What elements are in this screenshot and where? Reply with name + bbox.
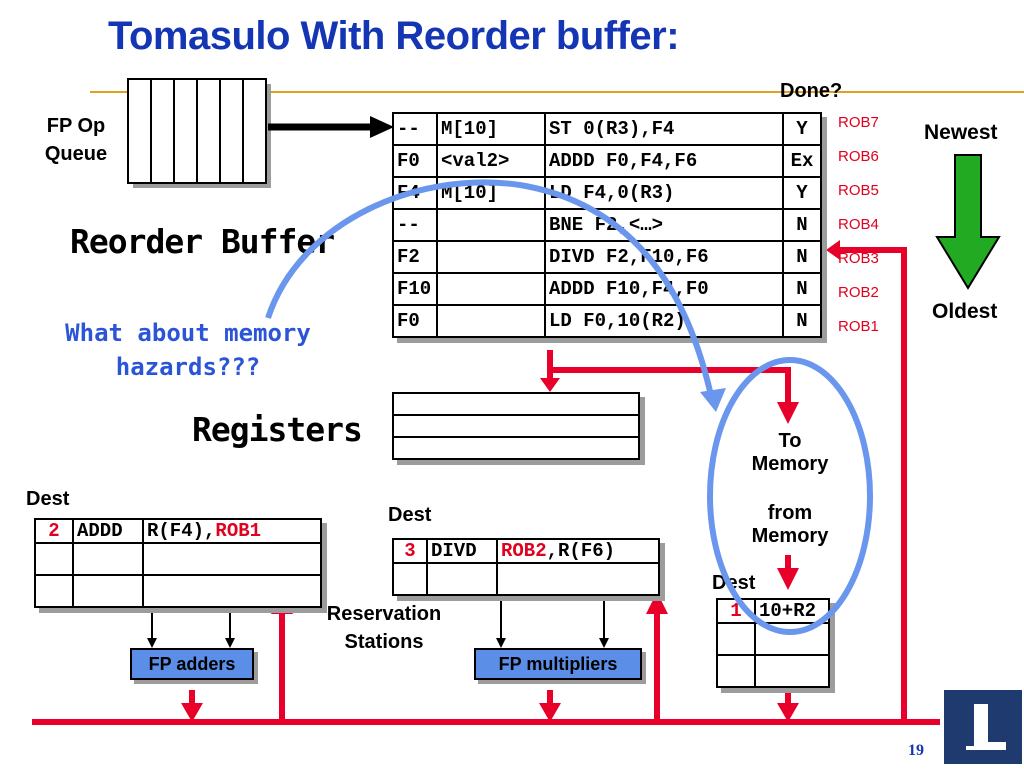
rob-value — [436, 272, 546, 306]
reservation-stations-line1: Reservation — [326, 603, 442, 625]
rob-entry: -- BNE F2,<…>N — [392, 208, 822, 242]
fp-op-queue-label: FP Op Queue — [36, 112, 116, 168]
logo-l-icon — [966, 704, 1006, 750]
rob-done: Y — [782, 112, 822, 146]
fp-op-queue-label-line2: Queue — [44, 143, 108, 165]
memory-hazards-line1: What about memory — [65, 319, 311, 347]
rob-instruction: ST 0(R3),F4 — [544, 112, 784, 146]
oldest-label: Oldest — [932, 300, 998, 323]
rob-tag: ROB3 — [838, 250, 879, 267]
page-title: Tomasulo With Reorder buffer: — [108, 14, 680, 58]
dest-label-adders: Dest — [26, 488, 70, 510]
rob-dest: F0 — [392, 144, 438, 178]
rob-value: <val2> — [436, 144, 546, 178]
reservation-stations-line2: Stations — [344, 631, 424, 653]
rob-entry: F0 LD F0,10(R2)N — [392, 304, 822, 338]
fp-adders-unit: FP adders — [130, 648, 254, 680]
rob-done: N — [782, 208, 822, 242]
multipliers-reservation-station: 3 DIVD ROB2,R(F6) — [392, 538, 660, 596]
page-number: 19 — [908, 742, 924, 759]
registers-table — [392, 392, 640, 460]
memory-highlight-ellipse — [707, 357, 873, 635]
rob-tag: ROB7 — [838, 114, 879, 131]
fp-multipliers-unit: FP multipliers — [474, 648, 642, 680]
rob-instruction: ADDD F0,F4,F6 — [544, 144, 784, 178]
rob-done: N — [782, 240, 822, 274]
common-data-bus — [32, 247, 940, 725]
rob-instruction: BNE F2,<…> — [544, 208, 784, 242]
rs-adders-src1: R(F4), — [147, 520, 216, 542]
rob-dest: F0 — [392, 304, 438, 338]
to-memory-line1: To — [778, 430, 802, 452]
newest-to-oldest-arrow — [935, 154, 1001, 290]
rob-dest: -- — [392, 208, 438, 242]
rob-tag: ROB1 — [838, 318, 879, 335]
rob-value — [436, 240, 546, 274]
memory-hazards-question: What about memory hazards??? — [18, 316, 358, 384]
rob-tag: ROB6 — [838, 148, 879, 165]
rob-value — [436, 304, 546, 338]
from-memory-line1: from — [767, 502, 813, 524]
rob-tag: ROB4 — [838, 216, 879, 233]
rs-mult-operands: ROB2,R(F6) — [496, 538, 660, 564]
from-memory-label: from Memory — [730, 502, 850, 548]
rob-value: M[10] — [436, 112, 546, 146]
bus-arrowheads — [181, 240, 840, 722]
rob-done: Ex — [782, 144, 822, 178]
newest-label: Newest — [924, 121, 998, 144]
done-label: Done? — [780, 80, 843, 102]
rob-instruction: LD F0,10(R2) — [544, 304, 784, 338]
fp-op-queue-label-line1: FP Op — [46, 115, 106, 137]
rob-instruction: DIVD F2,F10,F6 — [544, 240, 784, 274]
memory-hazards-line2: hazards??? — [115, 353, 261, 381]
to-memory-label: To Memory — [730, 430, 850, 476]
rob-done: N — [782, 272, 822, 306]
adders-reservation-station: 2 ADDD R(F4),ROB1 — [34, 518, 322, 608]
rs-mult-num: 3 — [392, 538, 428, 564]
rob-dest: F2 — [392, 240, 438, 274]
rs-adders-num: 2 — [34, 518, 74, 544]
rob-tag: ROB5 — [838, 182, 879, 199]
registers-label: Registers — [192, 410, 363, 449]
from-memory-line2: Memory — [751, 525, 829, 547]
reorder-buffer-label: Reorder Buffer — [70, 222, 335, 261]
fp-op-queue — [127, 78, 271, 188]
rs-mult-src2: ,R(F6) — [546, 540, 616, 562]
university-logo — [944, 690, 1022, 764]
rs-adders-src2: ROB1 — [215, 520, 262, 542]
rob-dest: -- — [392, 112, 438, 146]
rob-done: N — [782, 304, 822, 338]
rs-mult-src1: ROB2 — [501, 540, 547, 562]
rs-adders-op: ADDD — [72, 518, 144, 544]
rs-mem-addr: 10+R2 — [754, 598, 830, 624]
rob-dest: F10 — [392, 272, 438, 306]
rs-mult-op: DIVD — [426, 538, 498, 564]
memory-hazard-arrow — [265, 179, 715, 401]
dest-label-multipliers: Dest — [388, 504, 432, 526]
rs-adders-operands: R(F4),ROB1 — [142, 518, 322, 544]
rob-done: Y — [782, 176, 822, 210]
rob-tag: ROB2 — [838, 284, 879, 301]
to-memory-line2: Memory — [751, 453, 829, 475]
rob-value — [436, 208, 546, 242]
reservation-stations-label: Reservation Stations — [306, 600, 462, 656]
